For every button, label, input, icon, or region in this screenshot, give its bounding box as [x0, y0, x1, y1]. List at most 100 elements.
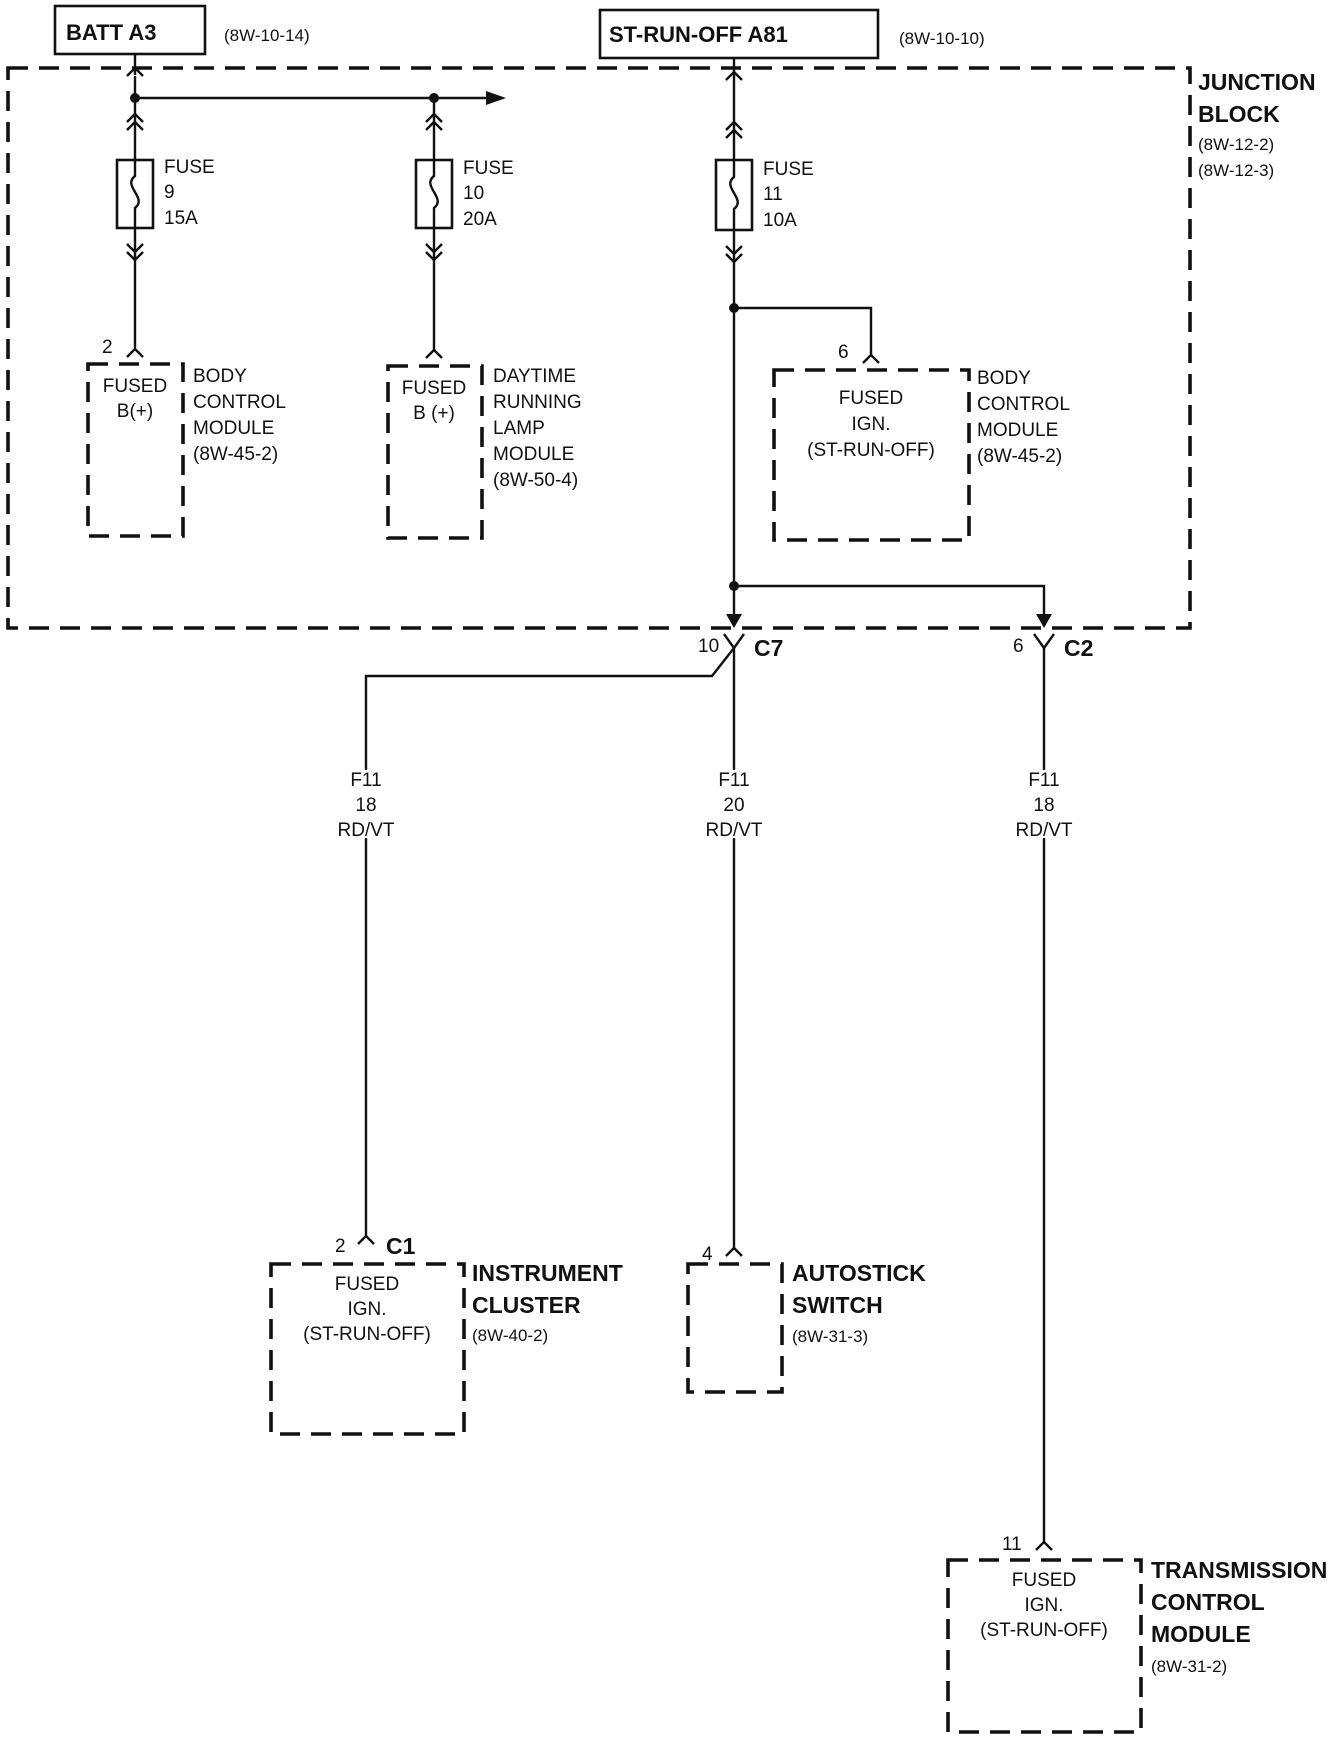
connector-c7: 10 C7	[698, 633, 783, 661]
tcm-name-2: CONTROL	[1151, 1589, 1265, 1615]
bcm-battery-ref: (8W-45-2)	[193, 444, 278, 465]
bcm-battery-inside-2: B(+)	[117, 401, 153, 422]
connector-c7-pin: 10	[698, 636, 719, 657]
junction-block-ref-2: (8W-12-3)	[1198, 161, 1274, 180]
tcm-inside-2: IGN.	[1024, 1595, 1063, 1616]
bcm-battery-module: 2 FUSED B(+) BODY CONTROL MODULE (8W-45-…	[86, 337, 286, 538]
transmission-control-module: 11 FUSED IGN. (ST-RUN-OFF) TRANSMISSION …	[946, 1534, 1327, 1734]
bcm-ignition-module: 6 FUSED IGN. (ST-RUN-OFF) BODY CONTROL M…	[772, 342, 1070, 542]
autostick-switch-name-2: SWITCH	[792, 1292, 883, 1318]
drl-module-box	[386, 364, 484, 540]
wire-ic-circuit: F11	[350, 770, 381, 791]
instrument-cluster-ref: (8W-40-2)	[472, 1326, 548, 1345]
autostick-switch-ref: (8W-31-3)	[792, 1327, 868, 1346]
tcm-ref: (8W-31-2)	[1151, 1657, 1227, 1676]
bcm-battery-box	[86, 362, 185, 538]
autostick-switch: 4 AUTOSTICK SWITCH (8W-31-3)	[686, 1244, 926, 1394]
instrument-cluster-connector: C1	[386, 1233, 416, 1259]
drl-module-name-1: DAYTIME	[493, 366, 576, 387]
tcm-inside-1: FUSED	[1012, 1570, 1076, 1591]
drl-module-name-3: LAMP	[493, 418, 545, 439]
bcm-ignition-ref: (8W-45-2)	[977, 446, 1062, 467]
fuse-9-number: 9	[164, 182, 175, 203]
drl-module: FUSED B (+) DAYTIME RUNNING LAMP MODULE …	[386, 348, 582, 540]
instrument-cluster-inside-3: (ST-RUN-OFF)	[303, 1324, 431, 1345]
wire-autostick: F11 20 RD/VT	[706, 648, 763, 1248]
wire-instrument-cluster: F11 18 RD/VT	[338, 647, 735, 1236]
fuse-10-rating: 20A	[463, 209, 497, 230]
bcm-ignition-name-1: BODY	[977, 368, 1031, 389]
fuse-9: FUSE 9 15A	[115, 98, 215, 348]
fuse-9-label: FUSE	[164, 157, 215, 178]
wire-as-gauge: 20	[723, 795, 744, 816]
bcm-battery-name-3: MODULE	[193, 418, 274, 439]
tcm-pin: 11	[1002, 1534, 1022, 1555]
autostick-switch-pin: 4	[702, 1244, 713, 1265]
bcm-ignition-inside-1: FUSED	[839, 388, 903, 409]
fuse-11-rating: 10A	[763, 210, 797, 231]
junction-block-outline	[6, 66, 1192, 630]
bcm-battery-name-1: BODY	[193, 366, 247, 387]
autostick-switch-name-1: AUTOSTICK	[792, 1260, 926, 1286]
bcm-ignition-name-2: CONTROL	[977, 394, 1070, 415]
tcm-box	[946, 1558, 1143, 1734]
c2-arrow	[1036, 614, 1052, 628]
drl-module-name-4: MODULE	[493, 444, 574, 465]
connector-c2-name: C2	[1064, 635, 1093, 661]
junction-block-title-2: BLOCK	[1198, 101, 1280, 127]
ign-branch-bcm	[729, 303, 880, 364]
drl-module-inside-2: B (+)	[413, 403, 455, 424]
tcm-name-3: MODULE	[1151, 1621, 1251, 1647]
instrument-cluster-name-1: INSTRUMENT	[472, 1260, 623, 1286]
batt-source-ref: (8W-10-14)	[224, 26, 310, 45]
fuse-10: FUSE 10 20A	[414, 98, 514, 350]
batt-source-name: BATT A3	[66, 20, 156, 45]
drl-module-inside-1: FUSED	[402, 378, 466, 399]
bcm-battery-name-2: CONTROL	[193, 392, 286, 413]
instrument-cluster-inside-2: IGN.	[347, 1299, 386, 1320]
instrument-cluster-box	[269, 1262, 466, 1436]
bcm-ignition-name-3: MODULE	[977, 420, 1058, 441]
fuse-11: FUSE 11 10A	[714, 58, 814, 620]
c7-arrow	[726, 614, 742, 628]
ign-source: ST-RUN-OFF A81 (8W-10-10)	[598, 8, 985, 60]
connector-c2: 6 C2	[1013, 633, 1093, 661]
connector-c2-pin: 6	[1013, 636, 1024, 657]
connector-c7-name: C7	[754, 635, 783, 661]
junction-block-label: JUNCTION BLOCK (8W-12-2) (8W-12-3)	[1198, 69, 1316, 180]
bcm-ignition-box	[772, 368, 971, 542]
wire-as-circuit: F11	[718, 770, 749, 791]
fuse-11-label: FUSE	[763, 159, 814, 180]
batt-source-box	[53, 4, 207, 56]
tcm-inside-3: (ST-RUN-OFF)	[980, 1620, 1108, 1641]
wire-tcm-gauge: 18	[1033, 795, 1054, 816]
instrument-cluster-pin: 2	[335, 1236, 346, 1257]
fuse-10-number: 10	[463, 183, 484, 204]
bcm-ignition-inside-3: (ST-RUN-OFF)	[807, 440, 935, 461]
bcm-ignition-pin: 6	[838, 342, 849, 363]
wire-tcm-color: RD/VT	[1016, 820, 1073, 841]
bcm-battery-pin: 2	[102, 337, 113, 358]
tcm-name-1: TRANSMISSION	[1151, 1557, 1327, 1583]
wire-ic-color: RD/VT	[338, 820, 395, 841]
fuse-11-number: 11	[763, 184, 783, 205]
batt-source: BATT A3 (8W-10-14)	[53, 4, 310, 56]
bcm-battery-inside-1: FUSED	[103, 376, 167, 397]
junction-block-ref-1: (8W-12-2)	[1198, 135, 1274, 154]
drl-module-name-2: RUNNING	[493, 392, 582, 413]
ign-source-name: ST-RUN-OFF A81	[609, 22, 788, 47]
junction-block-title-1: JUNCTION	[1198, 69, 1316, 95]
ign-source-ref: (8W-10-10)	[899, 29, 985, 48]
bcm-ignition-inside-2: IGN.	[851, 414, 890, 435]
wire-ic-gauge: 18	[355, 795, 376, 816]
fuse-9-rating: 15A	[164, 208, 198, 229]
wire-as-color: RD/VT	[706, 820, 763, 841]
instrument-cluster-name-2: CLUSTER	[472, 1292, 581, 1318]
batt-continue-arrow	[486, 91, 506, 105]
batt-bus	[126, 55, 506, 105]
ign-source-box	[598, 8, 880, 60]
wire-tcm: F11 18 RD/VT	[1016, 648, 1073, 1542]
wire-tcm-circuit: F11	[1028, 770, 1059, 791]
ign-branch-connectors	[726, 581, 1052, 628]
